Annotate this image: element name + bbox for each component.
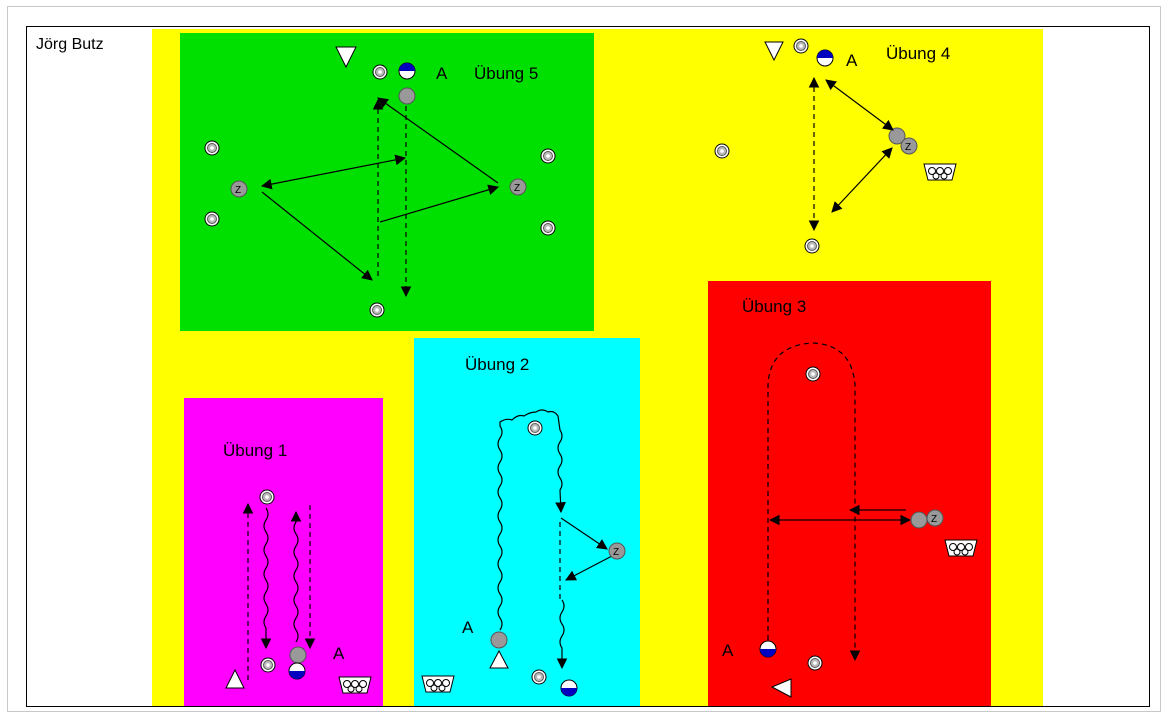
cone (260, 657, 276, 673)
start-triangle (770, 678, 792, 698)
run-line (767, 342, 861, 662)
start-triangle (764, 41, 784, 62)
cone (204, 140, 220, 156)
player (490, 631, 508, 649)
cone (540, 148, 556, 164)
dribble-path (497, 409, 566, 631)
pass-arrow (377, 97, 499, 184)
ball (759, 640, 777, 658)
player (289, 646, 307, 664)
uebung3-diagram: Z A (722, 342, 978, 698)
player (910, 511, 928, 529)
cone (527, 420, 543, 436)
ball (288, 662, 306, 680)
cone (805, 366, 821, 382)
z-label: Z (514, 183, 520, 194)
pass-arrow (560, 517, 608, 550)
player-a-label: A (333, 644, 345, 663)
z-label: Z (235, 185, 241, 196)
z-label: Z (613, 547, 619, 558)
start-triangle (225, 668, 245, 689)
player-a-label: A (846, 51, 858, 70)
cone (793, 38, 809, 54)
z-label: Z (931, 514, 937, 525)
player-a-label: A (722, 641, 734, 660)
uebung2-area (414, 338, 640, 706)
uebung3-title: Übung 3 (742, 297, 806, 316)
pass-arrow (825, 79, 894, 131)
player (398, 87, 416, 105)
z-label: Z (905, 142, 911, 153)
uebung2-diagram: Z A (421, 409, 626, 697)
author-label: Jörg Butz (36, 36, 104, 53)
uebung4-title: Übung 4 (886, 44, 950, 63)
player-a-label: A (436, 64, 448, 83)
cone (540, 220, 556, 236)
ball-basket (338, 676, 372, 694)
cone (804, 238, 820, 254)
cone (369, 302, 385, 318)
dribble-path (290, 510, 302, 643)
uebung5-diagram: A Z Z (204, 46, 556, 318)
cone (372, 64, 388, 80)
uebung3-area (708, 281, 991, 706)
uebung1-diagram: A (225, 489, 372, 694)
cone (807, 655, 823, 671)
start-triangle (335, 46, 357, 69)
uebung1-area (184, 398, 383, 706)
start-triangle (489, 649, 509, 669)
uebung2-title: Übung 2 (465, 355, 529, 374)
pass-arrow (565, 555, 613, 581)
pass-arrow (260, 154, 407, 190)
player-a-label: A (462, 618, 474, 637)
dribble-path (260, 507, 272, 650)
pass-arrow (379, 184, 500, 223)
ball-basket (923, 163, 957, 181)
dribble-path (556, 599, 568, 670)
cone (714, 143, 730, 159)
ball-basket (421, 675, 455, 693)
cone (259, 489, 275, 505)
uebung4-diagram: A Z (714, 38, 957, 254)
cone (204, 211, 220, 227)
pass-arrow (261, 191, 373, 281)
ball (816, 49, 834, 67)
uebung1-title: Übung 1 (223, 441, 287, 460)
ball (560, 679, 578, 697)
ball-basket (944, 539, 978, 557)
uebung5-title: Übung 5 (474, 64, 538, 83)
ball (398, 62, 416, 80)
cone (531, 669, 547, 685)
pass-arrow (831, 147, 893, 213)
